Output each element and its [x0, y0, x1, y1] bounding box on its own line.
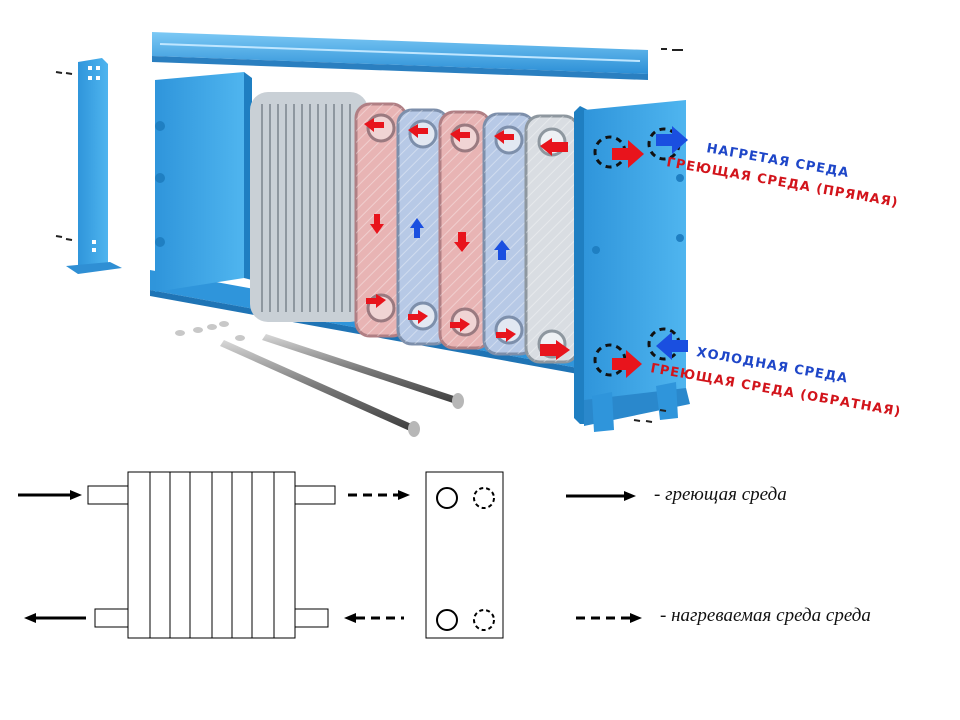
plate-3 [438, 110, 492, 350]
top-guide-bar [152, 32, 648, 80]
legend-dashed-arrow [576, 613, 642, 623]
base-bolt-marks [633, 409, 667, 423]
top-bar-bolt-marks [661, 48, 683, 51]
plate-1 [354, 102, 408, 338]
plate-4 [482, 112, 536, 356]
tie-rod-nuts [175, 321, 245, 341]
support-column [66, 58, 122, 274]
schematic-plate-front-view [425, 471, 504, 639]
plate-5 [524, 114, 580, 364]
schematic-dashed-arrow-left [344, 613, 404, 623]
flow-arrows-blue [410, 218, 510, 260]
tie-rods [220, 334, 464, 437]
flow-arrows-red [364, 118, 570, 360]
schematic-inlet-arrow [18, 490, 82, 500]
legend-dashed-label: - нагреваемая среда среда [660, 605, 871, 626]
schematic-nozzles [87, 485, 336, 628]
column-bolt-marks [55, 71, 73, 241]
schematic-plate-pack [127, 471, 296, 639]
fixed-plate [155, 72, 252, 292]
legend-solid-arrow [566, 491, 636, 501]
pressure-plate [574, 100, 690, 432]
schematic-dashed-arrow-right [348, 490, 410, 500]
schematic-outlet-arrow [24, 613, 86, 623]
legend-solid-label: - греющая среда [654, 484, 787, 505]
plate-pack-gray [250, 92, 368, 322]
port-arrows [612, 126, 688, 378]
